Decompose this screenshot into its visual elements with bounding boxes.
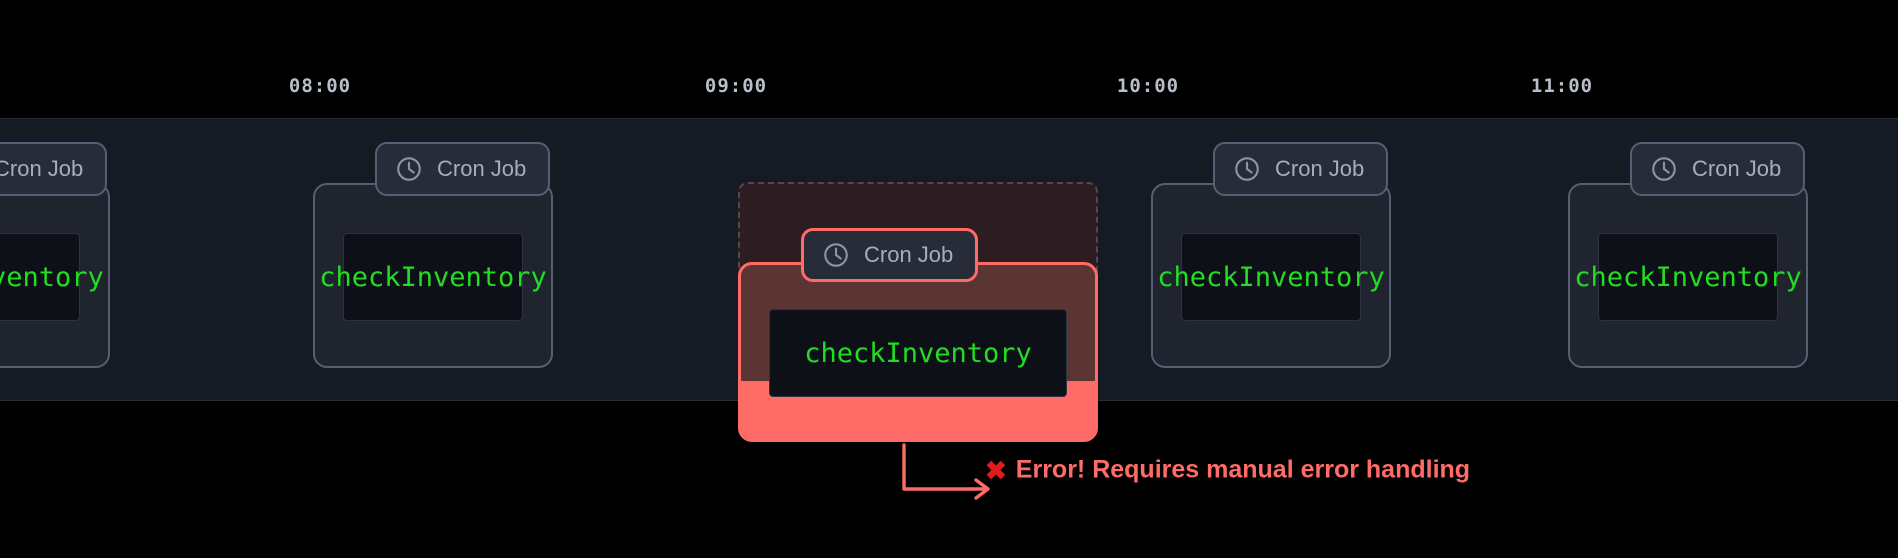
error-annotation: ✖ Error! Requires manual error handling [985, 456, 1470, 485]
timeline-tick-0900: 09:00 [704, 75, 768, 97]
cron-job-code: checkInventory [319, 233, 547, 321]
cron-job-badge-label: Cron Job [1275, 156, 1365, 181]
timeline-tick-1100: 11:00 [1530, 75, 1594, 97]
cron-job-badge-error[interactable]: Cron Job [801, 228, 979, 282]
cron-job-code: checkInventory [1157, 233, 1385, 321]
cron-job-code: checkInventory [1574, 233, 1802, 321]
cron-job-code: checkInventory [0, 233, 104, 321]
cron-job-badge-label: Cron Job [1692, 156, 1782, 181]
cron-job-badge-label: Cron Job [864, 242, 954, 267]
timeline-tick-1000: 10:00 [1116, 75, 1180, 97]
cron-job-badge-label: Cron Job [437, 156, 527, 181]
cron-job-code: checkInventory [769, 309, 1067, 397]
cron-job-badge-label: Cron Job [0, 156, 84, 181]
cron-job-card[interactable]: Cron Job checkInventory [1151, 142, 1391, 368]
annotation-arrow-icon [902, 443, 990, 500]
timeline-ruler: 08:00 09:00 10:00 11:00 [0, 0, 1898, 118]
error-annotation-text: Error! Requires manual error handling [1015, 455, 1471, 484]
cron-job-badge[interactable]: Cron Job [1630, 142, 1806, 196]
cross-mark-icon: ✖ [985, 455, 1007, 485]
clock-icon [824, 243, 848, 267]
clock-icon [397, 157, 421, 181]
cron-job-card[interactable]: Cron Job checkInventory [313, 142, 553, 368]
cron-job-badge[interactable]: Cron Job [1213, 142, 1389, 196]
cron-job-card[interactable]: Cron Job checkInventory [0, 142, 110, 368]
clock-icon [1652, 157, 1676, 181]
cron-job-card-error[interactable]: Cron Job checkInventory [738, 228, 1098, 442]
timeline-tick-0800: 08:00 [288, 75, 352, 97]
cron-job-badge[interactable]: Cron Job [0, 142, 108, 196]
cron-job-card[interactable]: Cron Job checkInventory [1568, 142, 1808, 368]
cron-job-badge[interactable]: Cron Job [375, 142, 551, 196]
clock-icon [1235, 157, 1259, 181]
